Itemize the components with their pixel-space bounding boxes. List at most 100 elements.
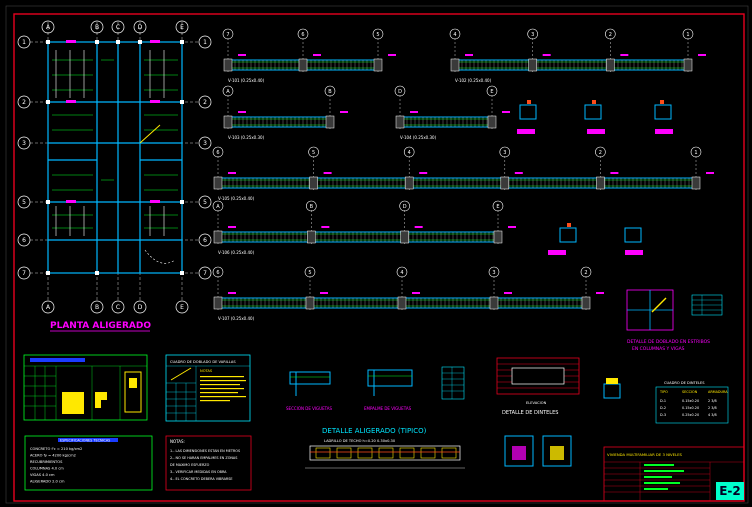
spec-line: ACERO fy = 4200 kg/cm2 [30,454,76,458]
beam-rebar-label [504,292,512,294]
joist-sections: SECCION DE VIGUETAS EMPALME DE VIGUETAS [286,366,465,411]
beam-caption: V-104 (0.25x0.30) [400,135,437,140]
spec-line: ALIGERADO 2.0 cm [30,480,65,484]
beam-axis-bubble [403,146,415,158]
legend-table [23,354,148,421]
beam-caption: V-101 (0.25x0.40) [228,78,265,83]
beam-caption: V-102 (0.25x0.40) [455,78,492,83]
note-line: 1.- LAS DIMENSIONES ESTAN EN METROS [170,449,240,453]
beam-caption: V-106 (0.25x0.40) [218,250,255,255]
beam-outline [399,116,493,128]
beam-axis-label: 5 [376,32,379,38]
slab-brick [420,447,436,459]
axis-A-bottom: A [46,304,51,311]
beam-rebar-label [321,226,330,228]
lintel-title: DETALLE DE DINTELES [502,410,558,416]
notes-box: NOTAS: 1.- LAS DIMENSIONES ESTAN EN METR… [165,435,252,491]
beam-rebar-label [238,111,246,113]
beam-axis-bubble [212,266,224,278]
beam-support-column [213,230,223,244]
beam-caption: V-103 (0.25x0.30) [228,135,265,140]
beam-support-column [373,58,383,72]
beam-support-column [223,115,233,129]
beam-rebar-label [388,54,396,56]
lintel-table-cell: D-2 [660,406,666,410]
beam-rebar-label [419,172,428,174]
axis-7-right: 7 [203,270,207,277]
beam-axis-label: 7 [226,32,229,38]
beam-axis-bubble [682,28,694,40]
beam-axis-bubble [492,200,504,212]
beam-axis-label: 5 [308,270,311,276]
beam-rebar-label [465,54,473,56]
spec-line: RECUBRIMIENTOS [30,460,63,464]
beam-axis-bubble [449,28,461,40]
beam-support-column [223,58,233,72]
note-line: 3.- VERIFICAR MEDIDAS EN OBRA [170,470,227,474]
beam-rebar-label [610,172,619,174]
axis-7-left: 7 [22,270,26,277]
beam-support-column [309,176,318,190]
beam-axis-label: 2 [609,32,612,38]
slab-detail-title: DETALLE ALIGERADO (TIPICO) [322,427,427,435]
beam-support-column [487,115,497,129]
beam-support-column [305,296,315,310]
axis-5-right: 5 [203,199,207,206]
lintel-elevation-label: ELEVACION [526,401,547,405]
lintel-table-header: TIPO [659,390,668,394]
lintel-table-cell: 0.15x0.20 [682,406,699,410]
axis-6-left: 6 [22,237,26,244]
beam-axis-bubble [212,200,224,212]
beam-rebar-label [410,111,418,113]
slab-detail: DETALLE ALIGERADO (TIPICO) LADRILLO DE T… [305,427,465,469]
stirrup-detail-subtitle: EN COLUMNAS Y VIGAS [632,346,685,352]
title-block: VIVIENDA MULTIFAMILIAR DE 3 NIVELES [603,446,745,502]
beam-axis-label: 4 [400,270,403,276]
beam-rebar-label [542,54,551,56]
beam-rebar-label [698,54,706,56]
beam-support-column [213,176,223,190]
beam-support-column [395,115,405,129]
beam-axis-bubble [297,28,309,40]
beam-axis-label: 6 [301,32,304,38]
beam-support-column [500,176,510,190]
beam-axis-label: 4 [453,32,456,38]
beam-axis-label: 3 [531,32,534,38]
beam-support-column [493,230,503,244]
beam-support-column [489,296,499,310]
plan-title: PLANTA ALIGERADO [50,321,151,331]
beam-support-column [606,58,615,72]
spec-line: CONCRETO f'c = 210 kg/cm2 [30,447,82,451]
beam-axis-bubble [690,146,702,158]
beam-rebar-label [706,172,714,174]
beam-axis-label: E [496,204,499,210]
beam-rebar-label [514,172,523,174]
plan-axis-bubbles-top [17,20,212,314]
lintel-detail: ELEVACION DETALLE DE DINTELES [496,357,580,416]
joist-splice-title: EMPALME DE VIGUETAS [364,406,412,411]
beam-axis-label: 4 [408,150,411,156]
lintel-table-cell: 2 3/8 [708,406,717,410]
beam-axis-bubble [306,200,317,212]
beam-support-column [596,176,605,190]
beam-support-column [691,176,701,190]
axis-1-right: 1 [203,39,207,46]
beam-outline [217,231,499,243]
beam-support-column [528,58,537,72]
beam-elevation: 7 6 5V-101 (0.25x0.40) [222,28,396,83]
lintel-table-cell: D-3 [660,413,666,417]
slab-brick [399,447,415,459]
beam-axis-bubble [580,266,592,278]
slab-brick [357,447,373,459]
beam-axis-label: 6 [216,270,219,276]
beam-axis-bubble [399,200,410,212]
beam-rebar-label [502,111,510,113]
beam-support-column [307,230,316,244]
spec-line: VIGAS 4.0 cm [30,473,55,477]
beam-rebar-label [414,226,423,228]
beam-axis-label: A [216,204,220,210]
